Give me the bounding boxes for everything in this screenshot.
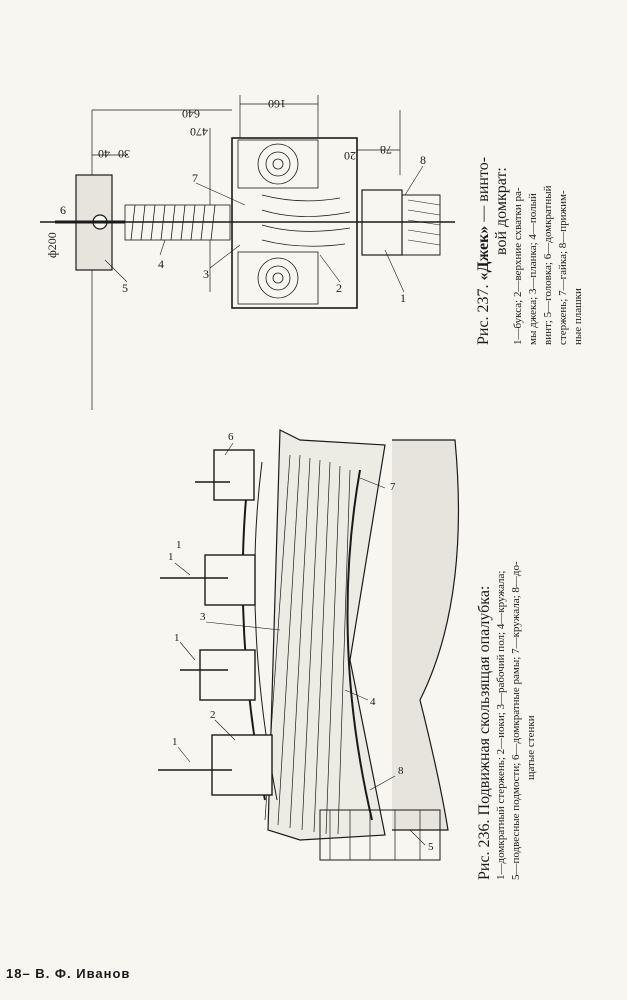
- fig237-title-line2: вой домкрат:: [493, 167, 510, 255]
- fig237-label: 3: [203, 267, 209, 281]
- fig236-label: 1: [172, 736, 178, 748]
- fig237-timber-sections: [237, 139, 319, 305]
- fig237-dim-40: 40: [98, 147, 110, 161]
- fig236-floor-planks: [264, 454, 351, 835]
- fig236-scaffold: [319, 809, 441, 861]
- fig237-title-prefix: Рис. 237.: [475, 284, 492, 345]
- fig236-wall-concrete: [392, 439, 460, 831]
- fig237-label: 1: [400, 291, 406, 305]
- fig236-label: 1: [176, 539, 182, 551]
- fig237-legend-1: 1—букса; 2—верхние схватки ра-: [512, 187, 524, 345]
- fig237-label: 7: [192, 171, 198, 185]
- fig237-label: 6: [60, 203, 66, 217]
- fig237-dim-dia: ф200: [45, 232, 59, 258]
- fig236-label: 2: [210, 709, 216, 721]
- fig237-legend-5: ные плашки: [572, 288, 584, 345]
- fig236-label: 3: [200, 611, 206, 623]
- fig237-dim-640: 640: [182, 107, 200, 121]
- fig236-label: 6: [228, 431, 234, 443]
- fig237-title-suffix: — винто-: [475, 156, 492, 222]
- fig237-dim-470: 470: [190, 125, 208, 139]
- fig236-outer-wall: [346, 469, 373, 821]
- fig237-label: 2: [336, 281, 342, 295]
- fig237-label: 8: [420, 153, 426, 167]
- fig237-dim-160: 160: [268, 97, 286, 111]
- fig237-title: Рис. 237. «Джек» — винто-: [475, 105, 493, 345]
- fig237-label: 5: [122, 281, 128, 295]
- fig237-dim-30: 30: [118, 147, 130, 161]
- fig237-dim-20: 20: [344, 149, 356, 163]
- fig237-legend-2: мы джека; 3—планка; 4—полый: [527, 193, 539, 345]
- fig237-label: 4: [158, 257, 164, 271]
- fig236-label: 1: [168, 551, 174, 563]
- fig236-label: 1: [174, 632, 180, 644]
- fig236-label: 7: [390, 481, 396, 493]
- fig237-legend-4: стержень; 7—гайка; 8—прижим-: [557, 190, 569, 345]
- fig236-label: 4: [370, 696, 376, 708]
- fig236-jack-frames: [199, 449, 273, 796]
- fig236-label: 8: [398, 765, 404, 777]
- fig237-caption: Рис. 237. «Джек» — винто- вой домкрат: 1…: [475, 105, 586, 345]
- fig237-title-bold: «Джек»: [475, 225, 492, 281]
- fig237-frame: [231, 137, 358, 309]
- fig236-jack-rods: [158, 481, 232, 771]
- page-footer: 18– В. Ф. Иванов: [6, 966, 131, 981]
- fig237-legend-3: винт; 5—головка; 6—домкратный: [542, 185, 554, 345]
- fig236-label: 5: [428, 841, 434, 853]
- fig237-dim-78: 78: [380, 143, 392, 157]
